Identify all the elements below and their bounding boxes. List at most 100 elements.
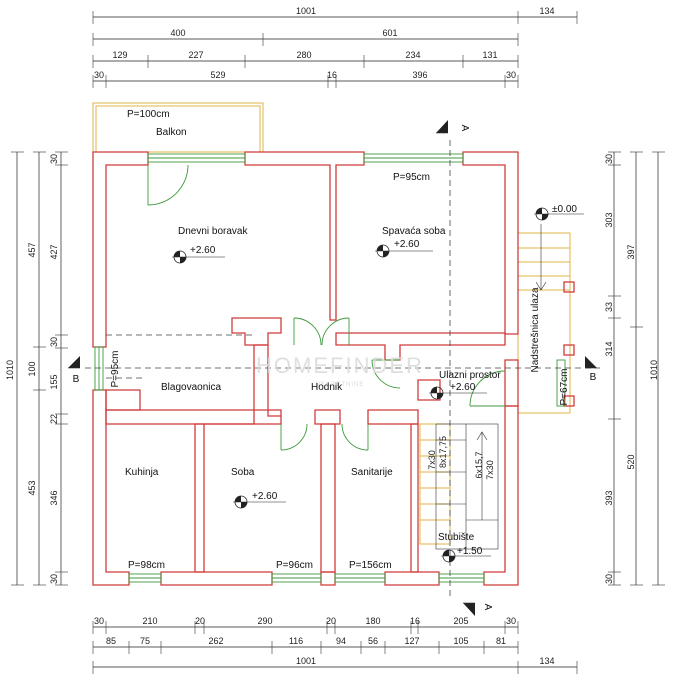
- dim-left-in-b: 427: [49, 244, 59, 259]
- stair-label-1b: 8x17,75: [438, 436, 448, 468]
- dim-top-4-b: 529: [210, 70, 225, 80]
- watermark-main: HOMEFINDER: [256, 353, 424, 378]
- level-markers: +2.60 +2.60 +2.60 +2.60 ±0.00: [172, 204, 584, 563]
- level-ulazni: +2.60: [450, 382, 476, 393]
- dim-bot-3-canopy: 134: [539, 656, 554, 666]
- level-symbol-icon: [534, 207, 584, 221]
- dim-right-mid-a: 397: [626, 244, 636, 259]
- stair-label-1a: 7x30: [427, 450, 437, 470]
- opening-ulaz: P=67cm: [559, 369, 570, 406]
- dim-top-3-c: 280: [296, 50, 311, 60]
- dim-bot-1-a: 30: [94, 616, 104, 626]
- outer-walls: [92, 151, 519, 586]
- dim-left-in-e: 22: [49, 414, 59, 424]
- level-spavaca: +2.60: [394, 239, 420, 250]
- dim-top-3-e: 131: [482, 50, 497, 60]
- room-stubiste: Stubište: [438, 532, 475, 543]
- windows: [94, 153, 566, 583]
- dim-bot-2-g: 127: [404, 636, 419, 646]
- dim-bot-2-h: 105: [453, 636, 468, 646]
- dim-left-in-a: 30: [49, 154, 59, 164]
- dim-top-4-a: 30: [94, 70, 104, 80]
- level-soba: +2.60: [252, 491, 278, 502]
- balcony-outline: [92, 102, 264, 153]
- top-dimensions: 1001 134 400 601 129 227 280 234 131 30 …: [92, 6, 578, 88]
- dim-bot-1-e: 20: [326, 616, 336, 626]
- section-a-bottom-label: A: [482, 604, 493, 611]
- dim-left-in-d: 155: [49, 374, 59, 389]
- opening-soba: P=96cm: [276, 560, 313, 571]
- dim-right-in-c: 33: [604, 302, 614, 312]
- dim-bot-2-b: 75: [140, 636, 150, 646]
- room-soba: Soba: [231, 467, 255, 478]
- bottom-dimensions: 30 210 20 290 20 180 16 205 30 85 75 262…: [92, 616, 578, 674]
- dim-top-2-a: 400: [170, 28, 185, 38]
- doors: [106, 164, 506, 451]
- staircase: 7x30 8x17,75 6x15,7 7x30: [419, 423, 499, 550]
- opening-kuhinja: P=98cm: [128, 560, 165, 571]
- dim-top-3-d: 234: [405, 50, 420, 60]
- section-b-right-label: B: [590, 372, 597, 383]
- level-dnevni: +2.60: [190, 245, 216, 256]
- room-dnevni-boravak: Dnevni boravak: [178, 226, 248, 237]
- dim-left-mid-b: 100: [27, 361, 37, 376]
- dim-bot-1-h: 205: [453, 616, 468, 626]
- dim-bot-1-c: 20: [195, 616, 205, 626]
- dim-bot-2-a: 85: [106, 636, 116, 646]
- dim-right-in-a: 30: [604, 154, 614, 164]
- watermark-sub: NEKRETNINE: [316, 382, 365, 388]
- dim-left-in-f: 346: [49, 490, 59, 505]
- room-sanitarije: Sanitarije: [351, 467, 393, 478]
- dim-right-in-d: 314: [604, 341, 614, 356]
- dim-bot-2-e: 94: [336, 636, 346, 646]
- dim-left-mid-a: 457: [27, 242, 37, 257]
- opening-labels: P=100cm P=95cm P=95cm P=98cm P=96cm P=15…: [110, 109, 570, 571]
- dim-bot-2-f: 56: [368, 636, 378, 646]
- dim-top-1-canopy: 134: [539, 6, 554, 16]
- room-labels: Balkon Dnevni boravak Spavaća soba Blago…: [125, 127, 541, 543]
- dim-top-4-e: 30: [506, 70, 516, 80]
- dim-bot-1-d: 290: [257, 616, 272, 626]
- dim-right-mid-b: 520: [626, 454, 636, 469]
- stair-label-2b: 7x30: [485, 460, 495, 480]
- level-symbol-icon: [375, 244, 433, 258]
- opening-spavaca: P=95cm: [393, 172, 430, 183]
- level-symbol-icon: [429, 386, 487, 400]
- dim-bot-1-g: 16: [410, 616, 420, 626]
- watermark: HOMEFINDER NEKRETNINE: [256, 353, 424, 388]
- dim-left-total: 1010: [5, 360, 15, 380]
- opening-balkon: P=100cm: [127, 109, 170, 120]
- dim-right-in-f: 30: [604, 574, 614, 584]
- dim-bot-3-total: 1001: [296, 656, 316, 666]
- opening-blagovaonica: P=95cm: [110, 351, 121, 388]
- dim-right-total: 1010: [649, 360, 659, 380]
- dim-top-4-c: 16: [327, 70, 337, 80]
- dim-top-1-total: 1001: [296, 6, 316, 16]
- dim-bot-1-f: 180: [365, 616, 380, 626]
- right-dimensions: 30 303 33 314 393 30 397 520 1010: [604, 151, 665, 586]
- section-markers: A A B B: [68, 120, 600, 616]
- dim-top-4-d: 396: [412, 70, 427, 80]
- dim-left-in-g: 30: [49, 574, 59, 584]
- room-kuhinja: Kuhinja: [125, 467, 159, 478]
- dim-bot-2-c: 262: [208, 636, 223, 646]
- dim-top-3-b: 227: [188, 50, 203, 60]
- room-nadstresnica-ulaza: Nadstrešnica ulaza: [530, 287, 541, 372]
- opening-sanitarije: P=156cm: [349, 560, 392, 571]
- room-balkon: Balkon: [156, 127, 187, 138]
- dim-top-3-a: 129: [112, 50, 127, 60]
- section-b-left-label: B: [73, 374, 80, 385]
- dim-right-in-b: 303: [604, 212, 614, 227]
- dim-left-mid-c: 453: [27, 480, 37, 495]
- section-a-top-label: A: [459, 125, 470, 132]
- room-spavaca-soba: Spavaća soba: [382, 226, 446, 237]
- room-ulazni-prostor: Ulazni prostor: [439, 370, 501, 381]
- left-dimensions: 1010 457 100 453 30 427 30 155 22 346 30: [5, 151, 68, 586]
- level-symbol-icon: [172, 250, 225, 264]
- room-blagovaonica: Blagovaonica: [161, 382, 221, 393]
- dim-right-in-e: 393: [604, 490, 614, 505]
- room-hodnik: Hodnik: [311, 382, 343, 393]
- dim-bot-2-i: 81: [496, 636, 506, 646]
- dim-bot-1-b: 210: [142, 616, 157, 626]
